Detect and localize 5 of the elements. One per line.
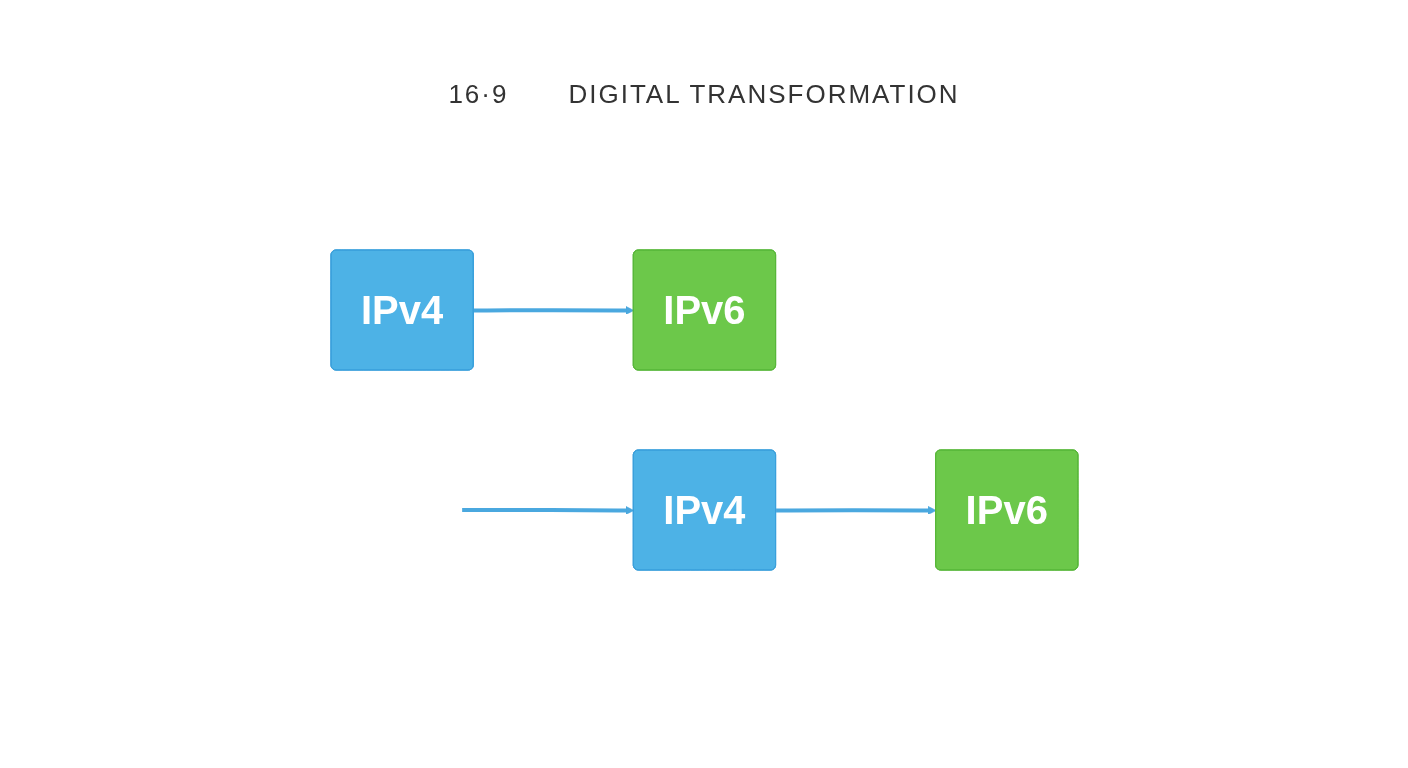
arrow (473, 305, 634, 315)
arrow (461, 505, 634, 515)
arrow (775, 505, 937, 515)
caption-text: DIGITAL TRANSFORMATION (568, 78, 960, 110)
caption-text: 16·9 (448, 78, 509, 110)
